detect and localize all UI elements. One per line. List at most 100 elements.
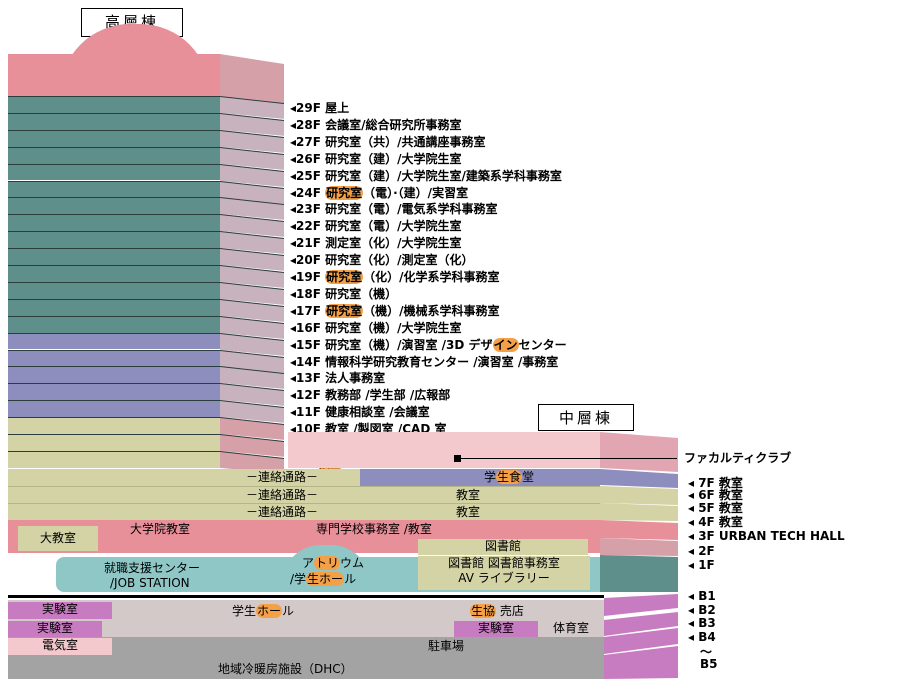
floor-label-text: 29F 屋上 <box>296 101 350 115</box>
arrow-left-icon: ◂ <box>688 476 699 490</box>
right-floor-label-text: 6F 教室 <box>698 488 743 502</box>
tower-floor-label: ◂19F 研究室（化）/化学系学科事務室 <box>290 270 500 284</box>
arrow-left-icon: ◂ <box>688 558 699 572</box>
tower-floor-front <box>8 281 220 299</box>
right-floor-label: ～ <box>700 646 712 659</box>
tower-floor-label: ◂21F 測定室（化）/大学院生室 <box>290 236 462 250</box>
floor-5f-classroom: 教室 <box>456 505 481 519</box>
tower-floor-side <box>220 180 284 204</box>
floor-label-text: 17F <box>296 303 326 318</box>
right-floor-label: ◂ B2 <box>688 604 716 617</box>
tower-roof-block <box>8 54 220 96</box>
arrow-left-icon: ◂ <box>290 236 297 251</box>
basement-hall-post: ル <box>282 604 295 618</box>
career-center-label: 就職支援センター <box>104 561 201 575</box>
floor-6f-classroom: 教室 <box>456 488 481 502</box>
arrow-left-icon: ◂ <box>688 488 699 502</box>
gym-room-label: 体育室 <box>552 621 589 635</box>
floor-7f-corridor: －連絡通路－ <box>246 470 319 484</box>
lab-room-2: 実験室 <box>8 621 102 637</box>
tower-floor-front <box>8 129 220 147</box>
lab-room-3: 実験室 <box>454 621 538 637</box>
right-floor-label-text: 7F 教室 <box>698 476 743 490</box>
coop-post: 売店 <box>496 604 524 618</box>
floor-7f-cafeteria: 学生食堂 <box>484 470 534 484</box>
floor-7f-cafeteria-area <box>360 469 600 486</box>
right-floor-label: ◂ 4F 教室 <box>688 516 743 529</box>
floor-5f <box>8 503 600 520</box>
dhc-label: 地域冷暖房施設（DHC） <box>218 662 353 676</box>
tower-floor-label: ◂26F 研究室（建）/大学院生室 <box>290 152 462 166</box>
floor-label-text: 21F 測定室（化）/大学院生室 <box>296 236 462 251</box>
floor-label-text: 18F 研究室（機） <box>296 286 398 301</box>
cafeteria-post: 堂 <box>522 470 535 484</box>
mid-rise-upper-front <box>288 432 600 468</box>
tower-floor-side <box>220 163 284 187</box>
arrow-left-icon: ◂ <box>290 151 297 166</box>
student-hall-post: ル <box>344 572 357 586</box>
arrow-left-icon: ◂ <box>688 616 699 630</box>
tower-floor-side <box>220 315 284 339</box>
tower-floor-side <box>220 197 284 221</box>
arrow-left-icon: ◂ <box>688 529 699 543</box>
floor-b4 <box>8 637 604 655</box>
lab-room-1: 実験室 <box>8 602 112 619</box>
arrow-left-icon: ◂ <box>290 405 297 420</box>
floor-6f <box>8 486 600 503</box>
arrow-left-icon: ◂ <box>290 168 297 183</box>
tower-floor-front <box>8 298 220 316</box>
arrow-left-icon: ◂ <box>688 630 699 644</box>
electric-room-label: 電気室 <box>41 638 78 652</box>
right-floor-label-text: ～ <box>700 645 713 659</box>
floor-label-text: 25F 研究室（建）/大学院生室/建築系学科事務室 <box>296 168 562 183</box>
tower-floor-side <box>220 96 284 119</box>
cafeteria-pre: 学 <box>484 470 497 484</box>
right-floor-label: ◂ 2F <box>688 545 715 558</box>
right-floor-label-text: 3F URBAN TECH HALL <box>698 529 845 543</box>
right-floor-label-text: B2 <box>698 603 716 617</box>
mid-rise-title-box: 中層棟 <box>538 404 634 431</box>
arrow-left-icon: ◂ <box>290 134 297 149</box>
floor-label-highlight: イン <box>492 337 519 352</box>
tower-floor-side <box>220 281 284 305</box>
floor-label-text: 27F 研究室（共）/共通講座事務室 <box>296 134 486 149</box>
floor-label-text: 26F 研究室（建）/大学院生室 <box>296 151 462 166</box>
right-floor-label: ◂ B3 <box>688 617 716 630</box>
right-floor-label: ◂ 1F <box>688 559 715 572</box>
coop-store: 生協 売店 <box>470 604 524 618</box>
tower-floor-side <box>220 383 284 407</box>
vocational-school-office: 専門学校事務室 /教室 <box>316 522 432 536</box>
tower-floor-side <box>220 332 284 356</box>
arrow-left-icon: ◂ <box>290 388 297 403</box>
right-floor-label: ◂ 5F 教室 <box>688 502 743 515</box>
floor-label-highlight: 研究室 <box>325 185 364 200</box>
arrow-left-icon: ◂ <box>290 422 297 437</box>
cafeteria-hl: 生食 <box>496 470 523 484</box>
coop-hl: 生協 <box>470 604 497 618</box>
large-classroom: 大教室 <box>18 526 98 551</box>
tower-floor-side <box>220 231 284 255</box>
tower-roof-side <box>220 54 284 106</box>
basement-side <box>604 594 678 679</box>
basement-hall-hl: ホー <box>256 604 283 618</box>
tower-floor-label: ◂24F 研究室（電）·（建）/実習室 <box>290 185 469 200</box>
tower-floor-label: ◂29F 屋上 <box>290 101 349 115</box>
floor-label-text: （機）/機械系学科事務室 <box>363 303 500 318</box>
tower-floor-label: ◂15F 研究室（機）/演習室 /3D デザインセンター <box>290 337 567 352</box>
tower-floor-front <box>8 265 220 282</box>
floor-label-text: 22F 研究室（電）/大学院生室 <box>296 219 462 234</box>
floor-label-text: （電）·（建）/実習室 <box>363 185 469 200</box>
floor-5f-corridor: －連絡通路－ <box>246 505 319 519</box>
tower-floor-front <box>8 163 220 181</box>
right-floor-label: ◂ B1 <box>688 590 716 603</box>
floor-label-highlight: 研究室 <box>325 303 364 318</box>
atrium-post: ウム <box>340 556 365 570</box>
right-floor-label-text: B1 <box>698 589 716 603</box>
tower-floor-front <box>8 231 220 249</box>
tower-floor-label: ◂16F 研究室（機）/大学院生室 <box>290 321 462 335</box>
tower-floor-label: ◂11F 健康相談室 /会議室 <box>290 405 430 419</box>
tower-floor-label: ◂22F 研究室（電）/大学院生室 <box>290 219 462 233</box>
floor-label-text: 23F 研究室（電）/電気系学科事務室 <box>296 202 498 217</box>
gym-room: 体育室 <box>538 621 604 637</box>
tower-floor-front <box>8 349 220 367</box>
